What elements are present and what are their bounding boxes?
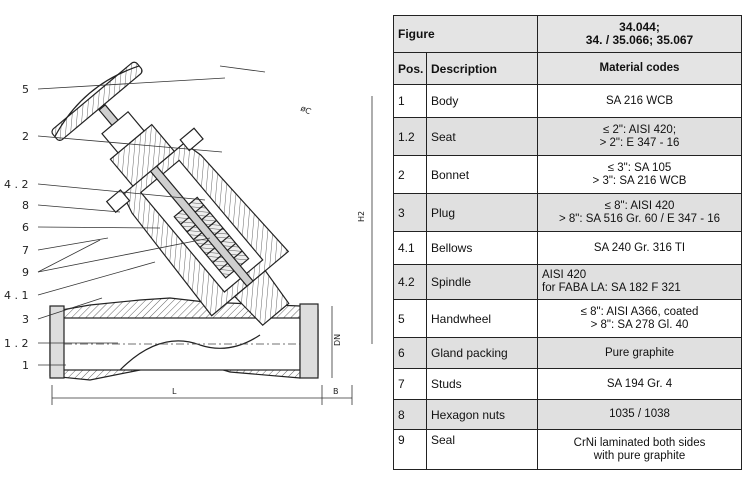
table-row: 6 Gland packing Pure graphite [393, 337, 742, 369]
row-desc: Spindle [425, 264, 539, 300]
col-header-description: Description [425, 52, 539, 85]
row-mat-line1: SA 240 Gr. 316 TI [593, 241, 686, 254]
row-mat-line2: > 3": SA 216 WCB [592, 174, 687, 187]
row-pos: 4.1 [393, 231, 427, 265]
col-header-material: Material codes [537, 52, 742, 85]
dim-dn: DN [333, 334, 342, 346]
hex-nut-left [105, 189, 131, 214]
table-row: 2 Bonnet ≤ 3": SA 105> 3": SA 216 WCB [393, 155, 742, 194]
figure-row: Figure 34.044; 34. / 35.066; 35.067 [392, 15, 742, 53]
row-pos: 7 [393, 368, 427, 400]
row-mat-line1: ≤ 3": SA 105 [607, 161, 672, 174]
callout-1: 1 [22, 359, 29, 372]
row-desc: Handwheel [425, 299, 539, 338]
row-mat: ≤ 8": AISI A366, coated> 8": SA 278 Gl. … [537, 299, 742, 338]
col-header-pos: Pos. [393, 52, 427, 85]
row-desc: Seal [425, 429, 539, 470]
table-row: 7 Studs SA 194 Gr. 4 [393, 368, 742, 400]
dim-h2: H2 [357, 211, 366, 222]
figure-label: Figure [392, 15, 539, 53]
table-row: 8 Hexagon nuts 1035 / 1038 [393, 399, 742, 430]
hex-nut-right [179, 127, 204, 152]
callout-1-2: 1 . 2 [4, 337, 29, 350]
figure-value: 34.044; 34. / 35.066; 35.067 [537, 15, 742, 53]
callout-8: 8 [22, 199, 29, 212]
callout-4-2: 4 . 2 [4, 178, 29, 191]
materials-table: Figure 34.044; 34. / 35.066; 35.067 Pos.… [392, 15, 742, 470]
row-desc: Hexagon nuts [425, 399, 539, 430]
row-mat: Pure graphite [537, 337, 742, 369]
figure-value-line1: 34.044; [619, 20, 660, 34]
row-mat-line1: Pure graphite [604, 346, 675, 359]
row-pos: 6 [393, 337, 427, 369]
row-mat-line1: ≤ 8": AISI 420 [604, 199, 675, 212]
row-desc: Gland packing [425, 337, 539, 369]
dimension-lines [51, 65, 373, 405]
table-row: 3 Plug ≤ 8": AISI 420> 8": SA 516 Gr. 60… [393, 193, 742, 232]
row-mat-line1: SA 216 WCB [605, 94, 674, 107]
row-pos: 5 [393, 299, 427, 338]
table-row: 1 Body SA 216 WCB [393, 84, 742, 118]
row-mat: SA 194 Gr. 4 [537, 368, 742, 400]
row-mat: ≤ 2": AISI 420;> 2": E 347 - 16 [537, 117, 742, 156]
dim-l: L [172, 387, 177, 396]
callout-7: 7 [22, 244, 29, 257]
row-mat-line1: SA 194 Gr. 4 [606, 377, 673, 390]
valve-body [49, 297, 319, 381]
callout-leaders [37, 77, 226, 366]
row-desc: Studs [425, 368, 539, 400]
row-mat: SA 216 WCB [537, 84, 742, 118]
row-mat-line1: ≤ 8": AISI A366, coated [580, 305, 699, 318]
row-pos: 9 [393, 429, 427, 470]
row-mat: 1035 / 1038 [537, 399, 742, 430]
row-pos: 4.2 [393, 264, 427, 300]
callout-3: 3 [22, 313, 29, 326]
row-mat: ≤ 8": AISI 420> 8": SA 516 Gr. 60 / E 34… [537, 193, 742, 232]
row-desc: Body [425, 84, 539, 118]
row-pos: 1.2 [393, 117, 427, 156]
valve-bonnet [51, 61, 290, 327]
valve-cross-section-svg: L B H2 DN øC 5 2 4 . 2 8 6 7 9 4 . 1 3 1… [4, 61, 373, 405]
table-row: 4.1 Bellows SA 240 Gr. 316 TI [393, 231, 742, 265]
row-mat-line2: > 8": SA 278 Gl. 40 [590, 318, 689, 331]
row-desc: Bellows [425, 231, 539, 265]
callout-2: 2 [22, 130, 29, 143]
row-mat-line2: > 2": E 347 - 16 [599, 136, 680, 149]
table-row: 5 Handwheel ≤ 8": AISI A366, coated> 8":… [393, 299, 742, 338]
row-mat-line2: with pure graphite [593, 449, 686, 462]
row-pos: 8 [393, 399, 427, 430]
row-pos: 2 [393, 155, 427, 194]
callout-5: 5 [22, 83, 29, 96]
callout-6: 6 [22, 221, 29, 234]
row-desc: Bonnet [425, 155, 539, 194]
plug [233, 269, 290, 327]
row-mat: SA 240 Gr. 316 TI [537, 231, 742, 265]
row-mat-line1: AISI 420 [542, 269, 587, 281]
table-row: 1.2 Seat ≤ 2": AISI 420;> 2": E 347 - 16 [393, 117, 742, 156]
handwheel [51, 61, 143, 141]
row-mat-line2: > 8": SA 516 Gr. 60 / E 347 - 16 [558, 212, 721, 225]
row-mat-line1: CrNi laminated both sides [573, 436, 706, 449]
dim-b: B [333, 387, 339, 396]
row-mat-line2: for FABA LA: SA 182 F 321 [542, 282, 681, 294]
row-pos: 3 [393, 193, 427, 232]
dim-oc: øC [299, 104, 313, 117]
row-desc: Plug [425, 193, 539, 232]
row-mat-line1: 1035 / 1038 [609, 408, 670, 420]
valve-drawing: L B H2 DN øC 5 2 4 . 2 8 6 7 9 4 . 1 3 1… [4, 61, 373, 405]
callout-9: 9 [22, 266, 29, 279]
callout-4-1: 4 . 1 [4, 289, 29, 302]
row-mat: ≤ 3": SA 105> 3": SA 216 WCB [537, 155, 742, 194]
row-mat-line1: ≤ 2": AISI 420; [602, 123, 677, 136]
figure-value-line2: 34. / 35.066; 35.067 [585, 33, 694, 47]
row-pos: 1 [393, 84, 427, 118]
header-row: Pos. Description Material codes [393, 52, 742, 85]
row-desc: Seat [425, 117, 539, 156]
